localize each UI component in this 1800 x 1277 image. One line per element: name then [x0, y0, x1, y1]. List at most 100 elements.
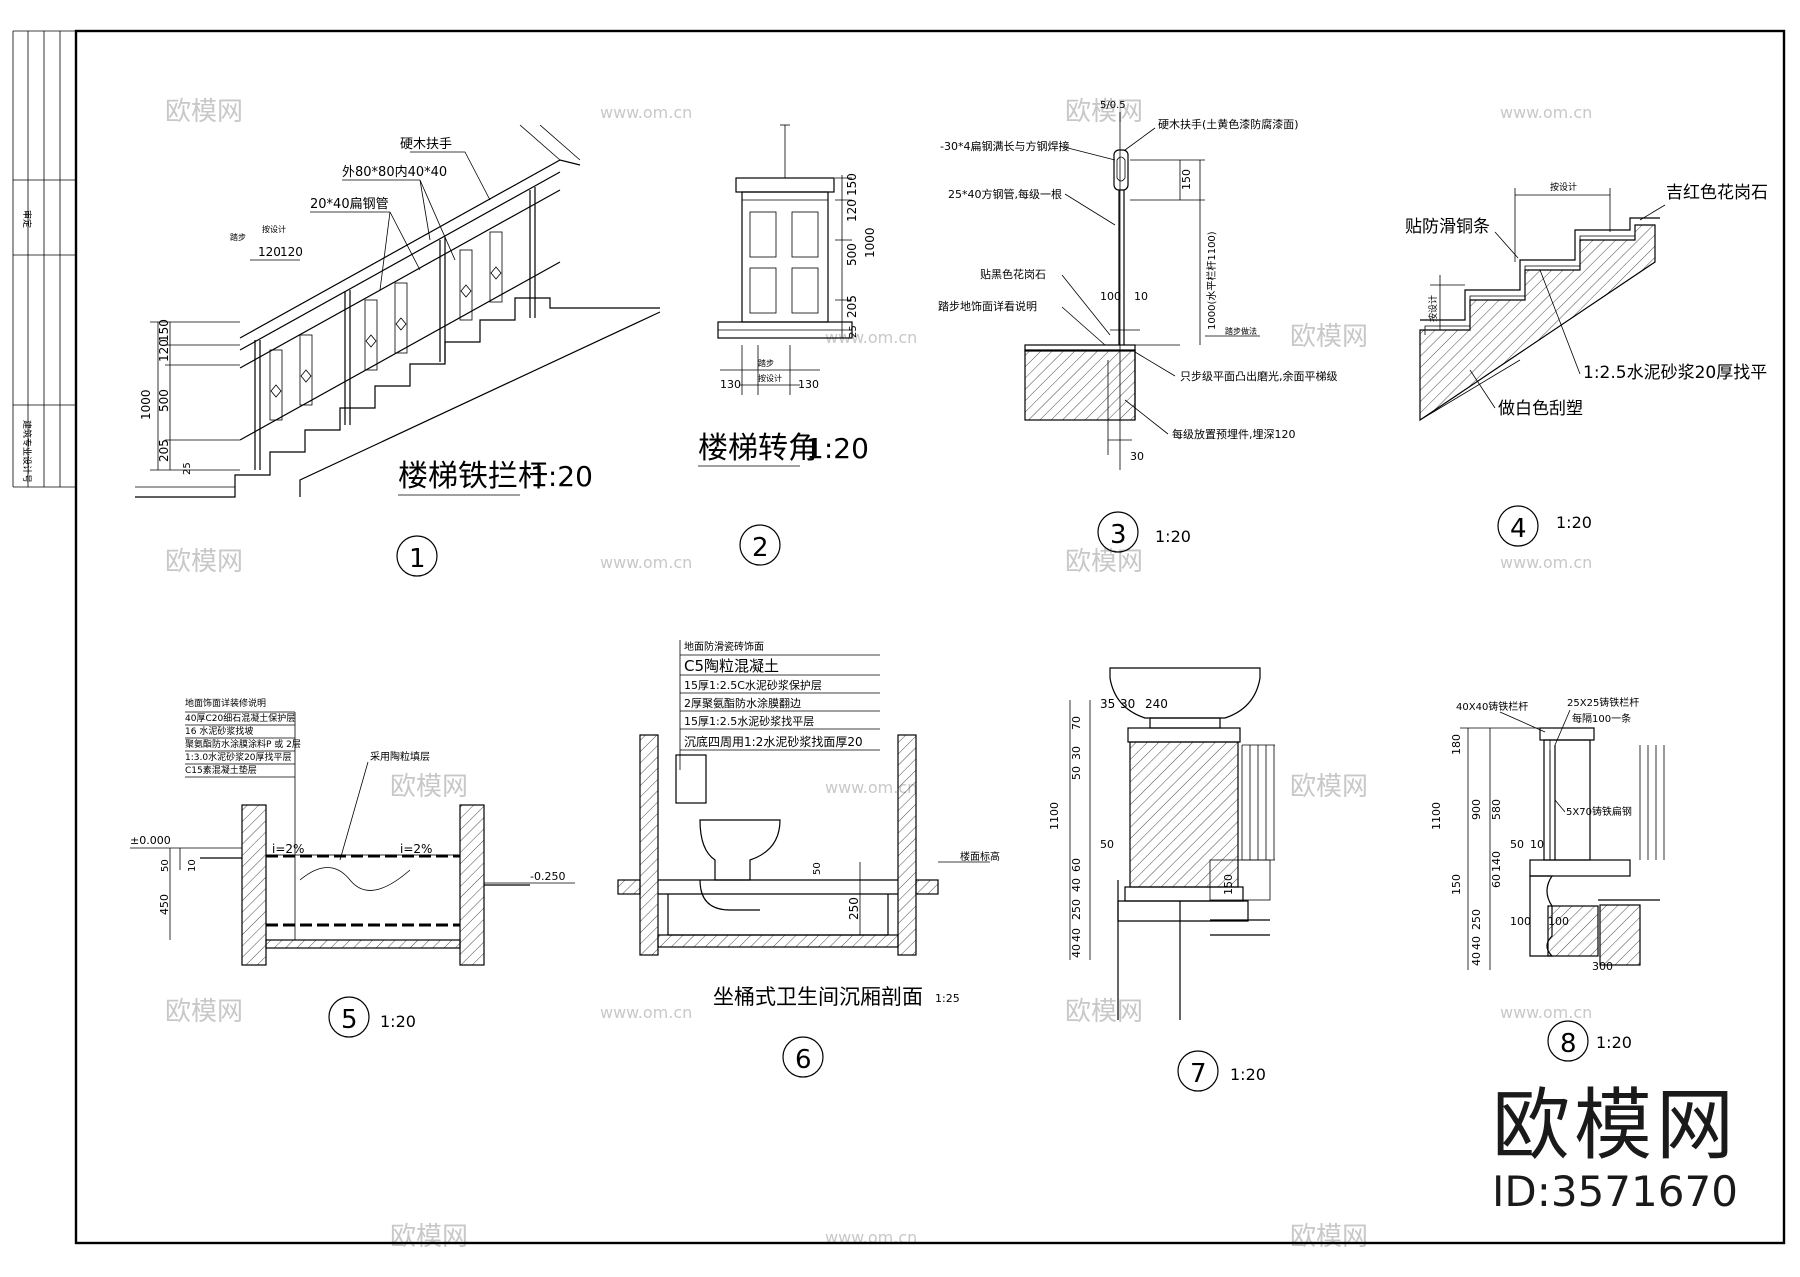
dim-label: 1100 [1048, 802, 1061, 830]
detail-2-number: 2 [752, 533, 769, 563]
detail-1-marker [396, 535, 438, 577]
note-spacing: 每隔100一条 [1572, 712, 1631, 725]
layer-note: 沉底四周用1:2水泥砂浆找面厚20 [684, 734, 863, 749]
layer-table: 40厚C20细石混凝土保护层 16 水泥砂浆找坡 聚氨酯防水涂膜涂料P 或 2层… [185, 711, 301, 940]
watermark-brand: 欧模网 [1065, 97, 1143, 127]
dim-label: 30 [1120, 697, 1135, 711]
railing-panels [269, 231, 503, 421]
urn-icon [1109, 667, 1261, 719]
watermarks: 欧模网 欧模网 欧模网 欧模网 欧模网 欧模网 欧模网 欧模网 欧模网 欧模网 … [165, 97, 1368, 1252]
dim-label: 踏步 [758, 358, 774, 368]
detail-8-marker [1547, 1020, 1589, 1062]
detail-5-marker [328, 996, 370, 1038]
sheet-border [74, 29, 1786, 1245]
note-flat: -30*4扁钢满长与方钢焊接 [940, 139, 1069, 153]
watermark-brand: 欧模网 [390, 772, 468, 802]
watermark-brand: 欧模网 [165, 97, 243, 127]
detail-6-marker [782, 1036, 824, 1078]
dim-label: 205 [157, 439, 171, 462]
detail-7-parapet: 35 30 240 70 30 50 1100 50 60 40 250 40 … [1048, 667, 1275, 1092]
dim-label: 按设计 [758, 373, 782, 383]
note-finish: 踏步地饰面详看说明 [938, 299, 1037, 313]
note-stone: 贴黑色花岗石 [980, 267, 1046, 281]
detail-6-scale: 1:25 [935, 992, 960, 1005]
detail-2-title: 楼梯转角 [698, 431, 818, 466]
dim-label: 50 [1510, 838, 1524, 851]
dim-label: 150 [845, 173, 859, 196]
dim-label: 40 [1470, 936, 1483, 950]
stair-profile [135, 297, 660, 498]
balusters [1241, 745, 1275, 860]
detail-8-scale: 1:20 [1596, 1033, 1632, 1052]
dim-label: 40 [1070, 928, 1083, 942]
dim-label: 900 [1470, 799, 1483, 820]
watermark-url: www.om.cn [600, 553, 692, 572]
detail-2-scale: 1:20 [806, 432, 869, 465]
detail-4-marker [1497, 505, 1539, 547]
note-flat: 5X70铸铁扁钢 [1566, 805, 1632, 818]
model-id: ID:3571670 [1491, 1167, 1738, 1216]
dim-label: 25 [848, 325, 859, 338]
title-block-label: 审定 [21, 210, 33, 228]
note-tread: 踏步 [230, 232, 246, 242]
note-strip: 贴防滑铜条 [1405, 217, 1490, 237]
note-handrail: 硬木扶手(土黄色漆防腐漆面) [1158, 117, 1299, 131]
dim-label: 40 [1470, 952, 1483, 966]
note-square: 25*40方钢管,每级一根 [948, 187, 1062, 201]
dim-label: 1000(水平栏杆1100) [1205, 231, 1218, 330]
watermark-brand: 欧模网 [1290, 772, 1368, 802]
detail-7-number: 7 [1190, 1059, 1207, 1089]
dim-label: 40 [1070, 878, 1083, 892]
note-step: 踏步做法 [1225, 326, 1257, 336]
watermark-brand: 欧模网 [1290, 322, 1368, 352]
dim-label: 450 [158, 894, 171, 915]
layer-note: C15素混凝土垫层 [185, 764, 257, 776]
watermark-url: www.om.cn [825, 778, 917, 797]
detail-6-toilet-section: 地面防滑瓷砖饰面 C5陶粒混凝土 15厚1:2.5C水泥砂浆保护层 2厚聚氨酯防… [617, 640, 1000, 1078]
watermark-brand: 欧模网 [1065, 547, 1143, 577]
dim-label: 500 [845, 243, 859, 266]
dim-label: 50 [812, 862, 823, 875]
detail-4-scale: 1:20 [1556, 513, 1592, 532]
detail-2-marker [739, 524, 781, 566]
note-post: 外80*80内40*40 [342, 164, 447, 180]
detail-1-scale: 1:20 [530, 460, 593, 493]
detail-8-number: 8 [1560, 1029, 1577, 1059]
watermark-brand: 欧模网 [165, 547, 243, 577]
detail-5-scale: 1:20 [380, 1012, 416, 1031]
detail-1-stair-railing: 硬木扶手 外80*80内40*40 20*40扁钢管 踏步 按设计 120 12… [135, 124, 661, 577]
dim-label: 1000 [139, 389, 153, 420]
dim-label: 120 [258, 245, 281, 259]
dim-label: 50 [1070, 766, 1083, 780]
dim-label: 100 [1100, 290, 1121, 303]
dim-label: 1100 [1430, 802, 1443, 830]
watermark-url: www.om.cn [1500, 553, 1592, 572]
detail-3-railing-fixing: 150 1000(水平栏杆1100) 100 10 30 5/0.5 硬木扶手(… [938, 100, 1338, 553]
title-block-label: 建筑专业设计号 [21, 420, 33, 483]
note-rail: 40X40铸铁栏杆 [1456, 700, 1528, 713]
dim-label: 120 [157, 339, 171, 362]
note-mortar: 1:2.5水泥砂浆20厚找平 [1583, 363, 1767, 383]
dim-label: 40 [1070, 944, 1083, 958]
dim-label: 70 [1070, 716, 1083, 730]
dim-label: 50 [1100, 838, 1114, 851]
layer-note: 聚氨酯防水涂膜涂料P 或 2层 [185, 738, 301, 750]
layer-note: 2厚聚氨酯防水涂膜翻边 [684, 696, 801, 710]
note-plaster: 做白色刮塑 [1498, 399, 1583, 419]
detail-2-stair-corner: 150 120 500 1000 205 25 130 130 踏步 按设计 楼… [698, 124, 877, 566]
note-stone: 吉红色花岗石 [1666, 183, 1768, 203]
dim-label: 10 [1134, 290, 1148, 303]
note-top: 5/0.5 [1100, 100, 1126, 111]
dim-label: 120 [845, 199, 859, 222]
dim-label: 1000 [863, 227, 877, 258]
slope-right: i=2% [400, 842, 432, 856]
dim-label: 150 [1450, 874, 1463, 895]
detail-1-title: 楼梯铁拦杆 [398, 459, 548, 494]
detail-6-number: 6 [795, 1045, 812, 1075]
layer-note: C5陶粒混凝土 [684, 657, 779, 675]
detail-7-marker [1177, 1050, 1219, 1092]
railing-posts [254, 187, 536, 470]
detail-3-marker [1097, 511, 1139, 553]
dim-label: 500 [157, 389, 171, 412]
